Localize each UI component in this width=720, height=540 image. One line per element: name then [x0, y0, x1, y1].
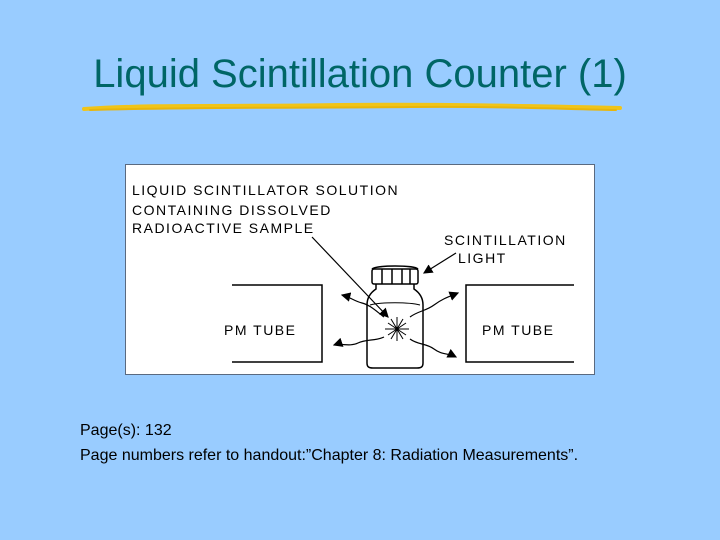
label-pm-tube-right: PM TUBE	[482, 322, 554, 338]
label-solution-line1: LIQUID SCINTILLATOR SOLUTION	[132, 182, 399, 198]
pm-tube-left	[232, 284, 323, 363]
pointer-arrow-solution	[311, 236, 389, 318]
light-rays	[332, 291, 460, 358]
caption-pages: Page(s): 132	[80, 422, 172, 439]
label-solution-line2: CONTAINING DISSOLVED	[132, 202, 332, 218]
pointer-arrow-light	[422, 252, 457, 274]
diagram-drawing: LIQUID SCINTILLATOR SOLUTION CONTAINING …	[132, 182, 574, 369]
caption-handout-note: Page numbers refer to handout:”Chapter 8…	[80, 447, 579, 464]
label-light: LIGHT	[458, 250, 507, 266]
pm-tube-right	[465, 284, 574, 363]
label-solution-line3: RADIOACTIVE SAMPLE	[132, 220, 315, 236]
sample-vial	[366, 265, 424, 369]
label-pm-tube-left: PM TUBE	[224, 322, 296, 338]
slide-title: Liquid Scintillation Counter (1)	[93, 52, 627, 96]
scintillation-flash	[385, 317, 409, 341]
caption: Page(s): 132 Page numbers refer to hando…	[80, 418, 578, 468]
label-scintillation: SCINTILLATION	[444, 232, 567, 248]
scintillation-diagram: LIQUID SCINTILLATOR SOLUTION CONTAINING …	[125, 164, 595, 375]
title-underline	[82, 102, 622, 111]
